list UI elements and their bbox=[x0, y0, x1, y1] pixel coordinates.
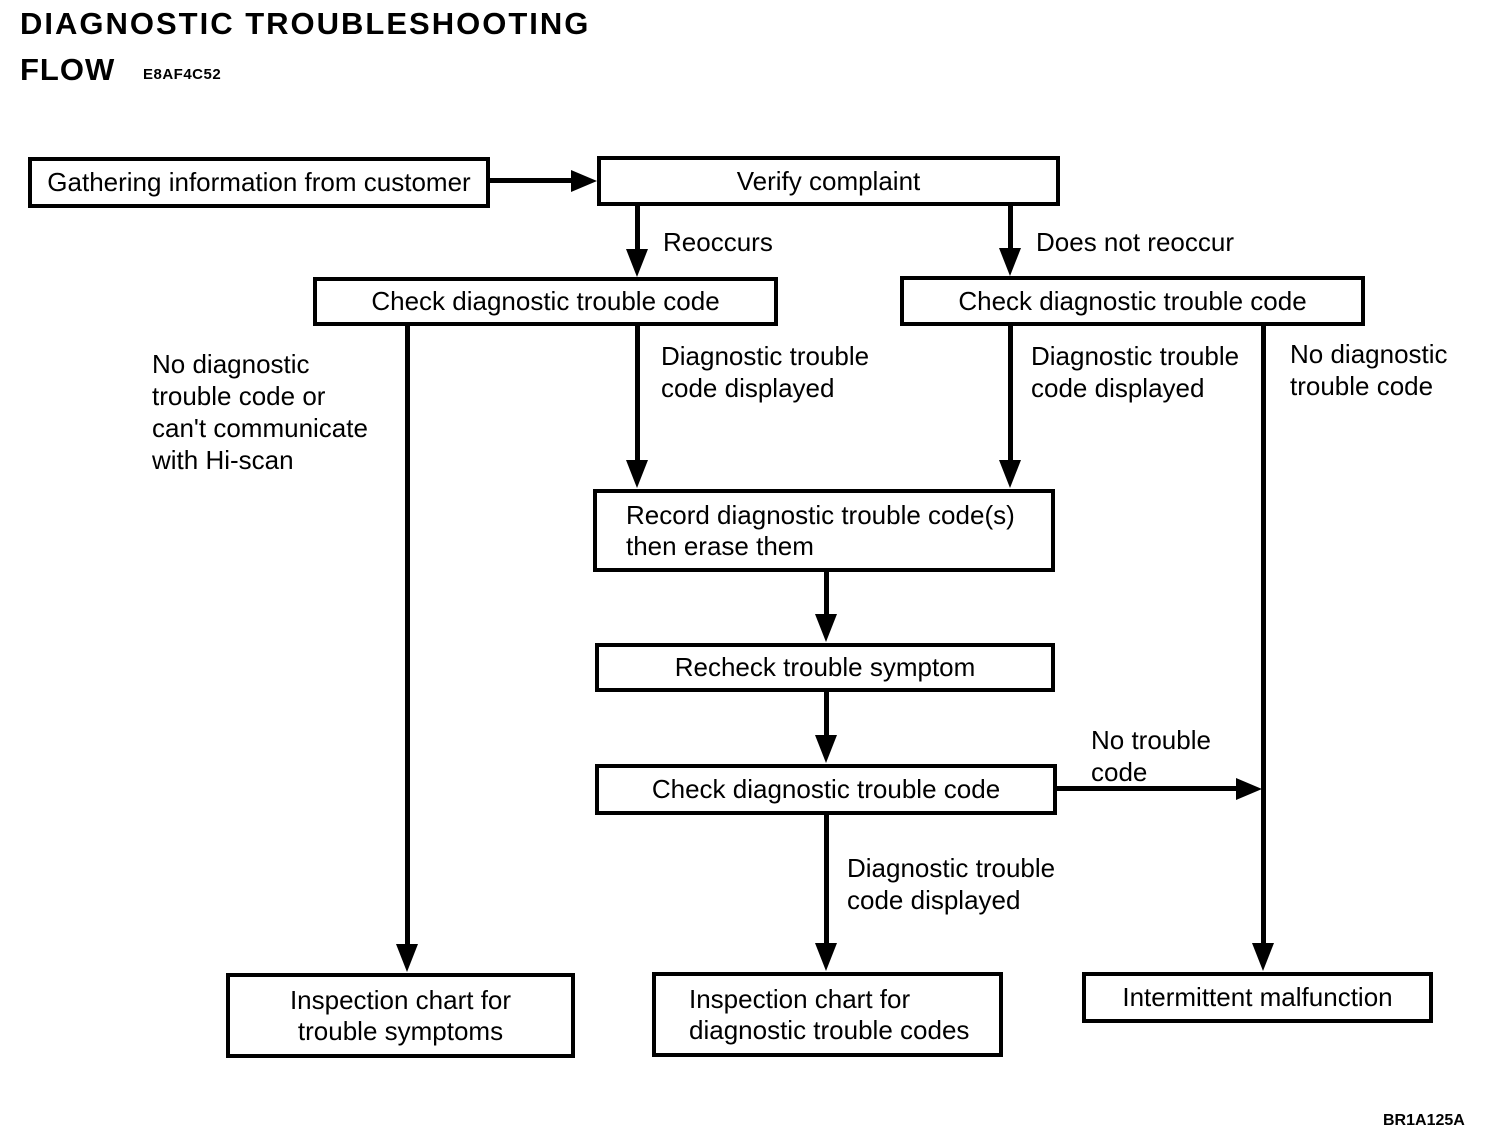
arrowhead-verify-checkright-icon bbox=[999, 248, 1021, 276]
page-title: DIAGNOSTIC TROUBLESHOOTING bbox=[20, 6, 591, 41]
edge-label-dtc-displayed-right: Diagnostic trouble code displayed bbox=[1031, 341, 1240, 403]
node-recheck-symptom: Recheck trouble symptom bbox=[595, 643, 1055, 692]
arrowhead-checkbottom-codes-icon bbox=[815, 943, 837, 971]
node-verify-complaint-label: Verify complaint bbox=[736, 165, 921, 196]
node-recheck-symptom-label: Recheck trouble symptom bbox=[674, 652, 976, 682]
node-check-dtc-right-label: Check diagnostic trouble code bbox=[958, 285, 1307, 316]
connector-recheck-checkbottom bbox=[824, 692, 829, 737]
node-inspection-chart-symptoms: Inspection chart for trouble symptoms bbox=[226, 973, 575, 1058]
edge-label-does-not-reoccur: Does not reoccur bbox=[1036, 227, 1234, 257]
connector-checkbottom-codes bbox=[824, 815, 829, 945]
page-title-flow: FLOW bbox=[20, 52, 116, 87]
connector-verify-checkleft bbox=[635, 206, 640, 251]
arrowhead-checkbottom-intermittent-icon bbox=[1236, 778, 1262, 800]
node-gathering-information: Gathering information from customer bbox=[28, 157, 490, 208]
node-inspection-chart-symptoms-line2: trouble symptoms bbox=[297, 1015, 504, 1046]
edge-label-dtc-displayed-bottom: Diagnostic trouble code displayed bbox=[847, 853, 1056, 915]
connector-checkright-intermittent bbox=[1261, 326, 1266, 945]
arrowhead-checkright-intermittent-icon bbox=[1252, 943, 1274, 971]
connector-checkbottom-intermittent bbox=[1057, 786, 1238, 791]
node-check-dtc-bottom: Check diagnostic trouble code bbox=[595, 764, 1057, 815]
arrowhead-recheck-checkbottom-icon bbox=[815, 735, 837, 763]
edge-label-dtc-displayed-left: Diagnostic trouble code displayed bbox=[661, 341, 870, 403]
node-inspection-chart-codes-line1: Inspection chart for bbox=[689, 983, 911, 1014]
connector-checkleft-symptoms bbox=[405, 326, 410, 946]
arrowhead-record-recheck-icon bbox=[815, 614, 837, 642]
connector-gathering-verify bbox=[490, 178, 573, 183]
edge-label-no-dtc-left: No diagnostic trouble code or can't comm… bbox=[152, 349, 368, 475]
title-reference-code: E8AF4C52 bbox=[143, 66, 222, 83]
node-inspection-chart-codes-line2: diagnostic trouble codes bbox=[689, 1014, 970, 1045]
edge-label-reoccurs: Reoccurs bbox=[663, 227, 773, 257]
node-check-dtc-left-label: Check diagnostic trouble code bbox=[371, 286, 720, 316]
node-record-dtc: Record diagnostic trouble code(s) then e… bbox=[593, 489, 1055, 572]
arrowhead-checkleft-record-icon bbox=[626, 460, 648, 488]
arrowhead-gathering-verify-icon bbox=[571, 170, 597, 192]
edge-label-no-dtc-right: No diagnostic trouble code bbox=[1290, 339, 1448, 401]
connector-record-recheck bbox=[824, 572, 829, 616]
node-intermittent-malfunction-label: Intermittent malfunction bbox=[1122, 982, 1393, 1012]
arrowhead-checkleft-symptoms-icon bbox=[396, 944, 418, 972]
node-record-dtc-line1: Record diagnostic trouble code(s) bbox=[626, 499, 1015, 530]
node-inspection-chart-codes: Inspection chart for diagnostic trouble … bbox=[652, 972, 1003, 1057]
node-check-dtc-left: Check diagnostic trouble code bbox=[313, 277, 778, 326]
node-record-dtc-line2: then erase them bbox=[626, 530, 814, 561]
node-intermittent-malfunction: Intermittent malfunction bbox=[1082, 972, 1433, 1023]
footer-reference-code: BR1A125A bbox=[1383, 1112, 1465, 1129]
arrowhead-verify-checkleft-icon bbox=[626, 249, 648, 277]
node-check-dtc-bottom-label: Check diagnostic trouble code bbox=[651, 774, 1001, 804]
node-check-dtc-right: Check diagnostic trouble code bbox=[900, 276, 1365, 326]
connector-checkright-record bbox=[1008, 326, 1013, 462]
arrowhead-checkright-record-icon bbox=[999, 460, 1021, 488]
node-gathering-information-label: Gathering information from customer bbox=[47, 167, 471, 197]
node-inspection-chart-symptoms-line1: Inspection chart for bbox=[289, 984, 512, 1015]
connector-checkleft-record bbox=[635, 326, 640, 462]
node-verify-complaint: Verify complaint bbox=[597, 156, 1060, 206]
connector-verify-checkright bbox=[1008, 206, 1013, 250]
edge-label-no-trouble-code: No trouble code bbox=[1091, 725, 1211, 787]
